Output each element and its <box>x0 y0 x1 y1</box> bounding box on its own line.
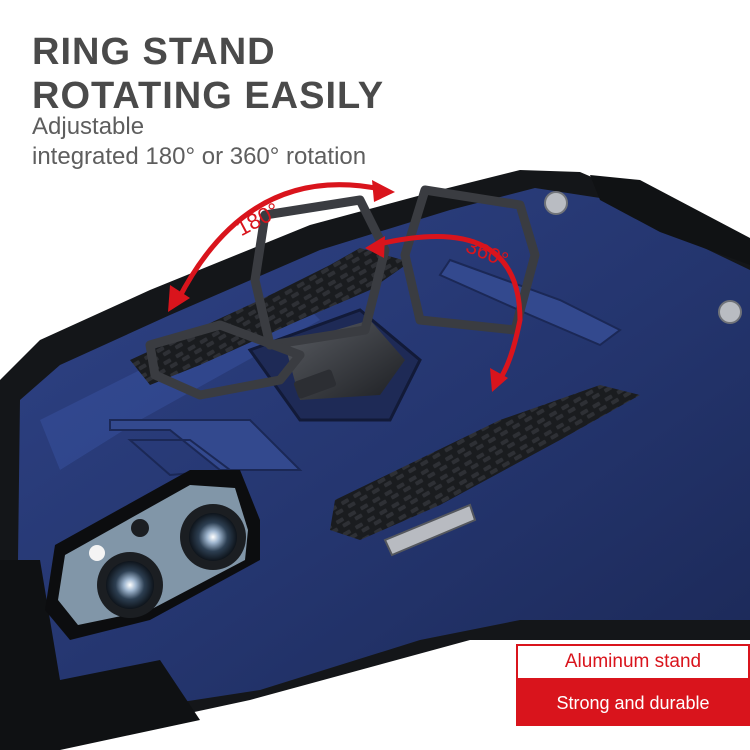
arrow-head <box>365 236 385 258</box>
ring-hinge <box>293 369 337 399</box>
ring-stand-icon <box>145 185 540 422</box>
corner-screw <box>544 191 568 215</box>
badge-top-label: Aluminum stand <box>516 644 750 680</box>
headline: RING STAND ROTATING EASILY <box>32 30 384 118</box>
camera-flash <box>89 545 105 561</box>
arrow-head <box>168 285 190 312</box>
camera-lens-icon <box>106 561 154 609</box>
tread-strip-lower <box>330 385 640 540</box>
subtitle: Adjustable integrated 180° or 360° rotat… <box>32 112 366 172</box>
ring-frame <box>400 185 540 335</box>
arrow-head <box>490 368 508 392</box>
subtitle-line-1: Adjustable <box>32 113 145 140</box>
arrow-360 <box>374 234 523 387</box>
tread-strip-upper <box>130 248 410 385</box>
headline-line-1: RING STAND <box>32 31 276 73</box>
corner-screw <box>718 300 742 324</box>
side-button <box>383 503 477 557</box>
feature-badge: Aluminum stand Strong and durable <box>516 644 750 726</box>
camera-sensor <box>131 519 149 537</box>
arrow-180 <box>175 182 386 302</box>
ring-frame <box>145 320 305 400</box>
phone-case <box>0 170 750 750</box>
headline-line-2: ROTATING EASILY <box>32 75 385 117</box>
corner-guard <box>0 560 200 750</box>
case-molding <box>438 258 622 347</box>
badge-bottom-label: Strong and durable <box>516 680 750 726</box>
camera-module <box>45 470 260 640</box>
ring-frame <box>250 195 390 350</box>
subtitle-line-2: integrated 180° or 360° rotation <box>32 143 367 170</box>
arrow-head <box>372 180 395 202</box>
camera-lens-icon <box>189 513 237 561</box>
corner-bracket <box>590 175 750 265</box>
